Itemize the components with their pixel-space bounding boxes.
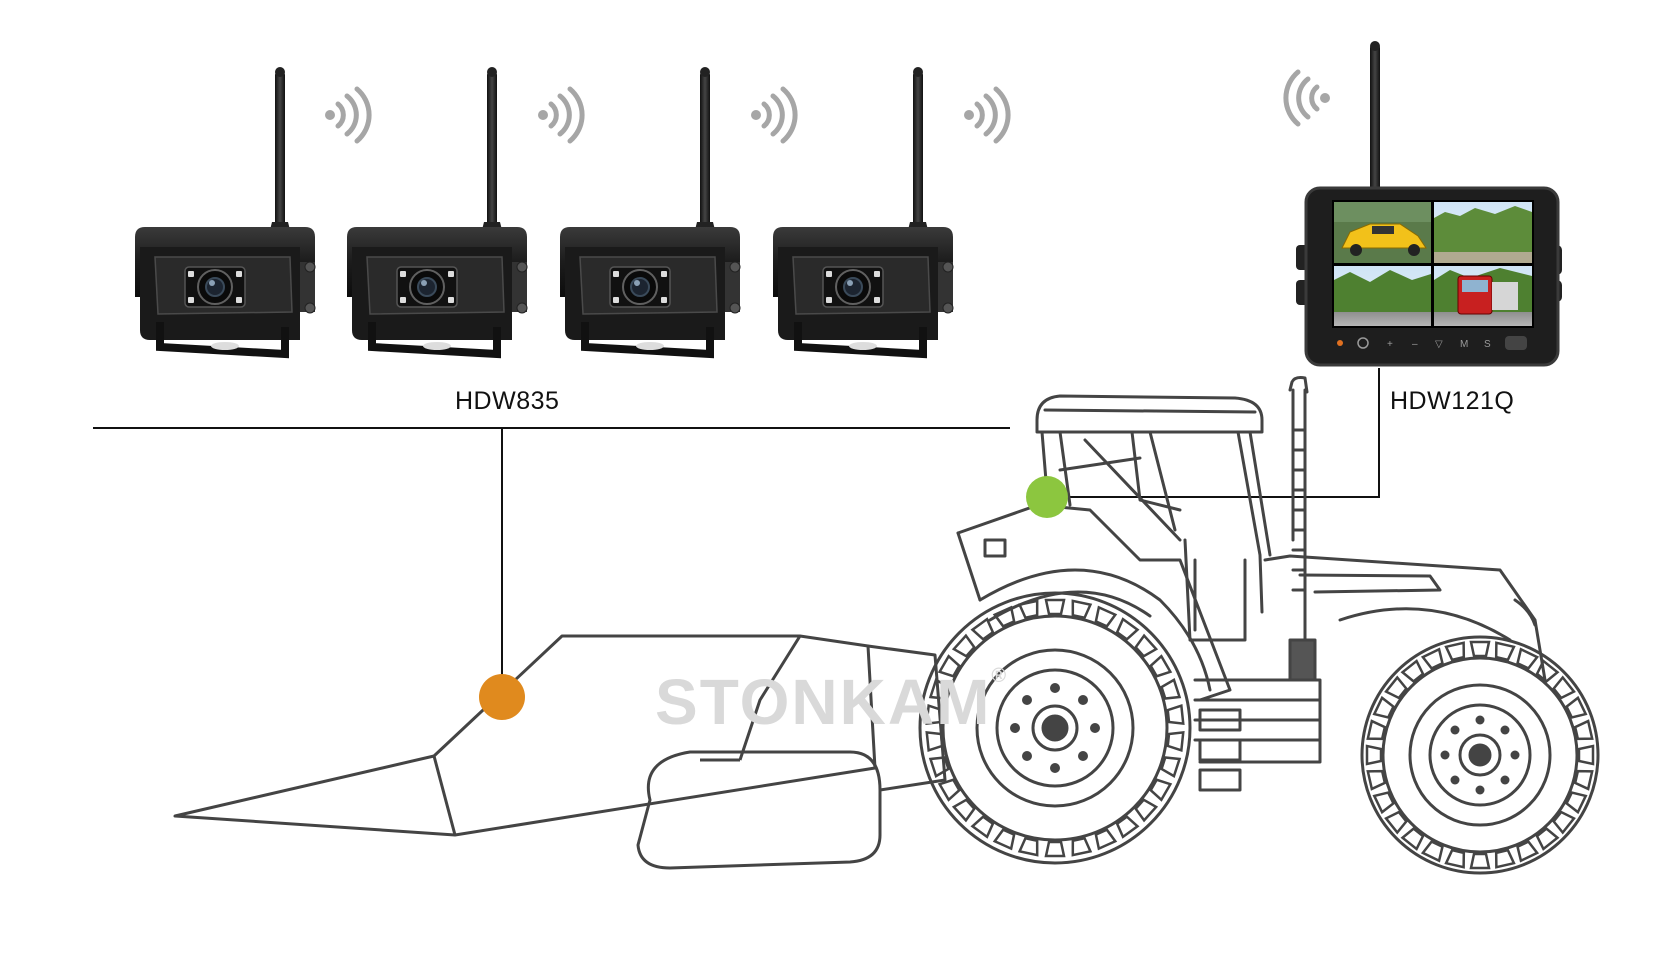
tyre-tread bbox=[1491, 641, 1516, 662]
registered-mark: ® bbox=[991, 665, 1009, 687]
harvester-header bbox=[173, 634, 947, 870]
watermark-text: STONKAM bbox=[655, 666, 992, 738]
camera-2 bbox=[347, 67, 527, 354]
tyre-tread bbox=[1469, 852, 1491, 870]
tyre-tread bbox=[1444, 848, 1469, 869]
monitor-leader-line bbox=[1045, 368, 1380, 498]
monitor-mount-marker bbox=[1026, 476, 1068, 518]
tyre-tread bbox=[1113, 813, 1140, 839]
tyre-tread bbox=[1165, 704, 1185, 727]
menu-button[interactable]: M bbox=[1460, 339, 1468, 350]
watermark: STONKAM® bbox=[655, 665, 1008, 739]
quad-view-forest-road bbox=[1434, 202, 1532, 263]
front-wheel bbox=[918, 591, 1192, 865]
tyre-tread bbox=[1018, 599, 1042, 620]
tyre-tread bbox=[1365, 744, 1383, 766]
camera-4 bbox=[773, 67, 953, 354]
monitor: + – ▽ M S bbox=[1296, 41, 1562, 367]
camera-model-label: HDW835 bbox=[455, 387, 560, 415]
tyre-tread bbox=[952, 796, 978, 822]
tyre-tread bbox=[1165, 729, 1185, 752]
tyre-tread bbox=[970, 617, 997, 643]
tyre-tread bbox=[970, 813, 997, 839]
quad-view-trees bbox=[1334, 266, 1431, 326]
tyre-tread bbox=[1577, 744, 1595, 766]
tyre-tread bbox=[1044, 598, 1066, 616]
wifi-signal-icon bbox=[751, 89, 795, 141]
tyre-tread bbox=[1469, 640, 1491, 658]
wifi-signal-icon bbox=[1283, 69, 1330, 127]
antenna-icon bbox=[1370, 45, 1380, 190]
quad-view-car bbox=[1334, 202, 1431, 263]
camera-1 bbox=[135, 67, 315, 354]
tyre-tread bbox=[1366, 719, 1387, 744]
tyre-tread bbox=[1068, 836, 1092, 857]
tyre-tread bbox=[1366, 766, 1387, 791]
wifi-signal-icon bbox=[964, 89, 1008, 141]
down-button[interactable]: ▽ bbox=[1435, 339, 1443, 350]
monitor-model-label: HDW121Q bbox=[1390, 387, 1515, 415]
tyre-tread bbox=[1132, 634, 1158, 660]
minus-button[interactable]: – bbox=[1412, 339, 1418, 350]
monitor-button-row: + – ▽ M S bbox=[1337, 336, 1527, 350]
tyre-tread bbox=[1491, 848, 1516, 869]
rear-wheel bbox=[1360, 635, 1600, 875]
tyre-tread bbox=[1113, 617, 1140, 643]
tyre-tread bbox=[1068, 599, 1092, 620]
tyre-tread bbox=[952, 634, 978, 660]
camera-3 bbox=[560, 67, 740, 354]
camera-mount-marker bbox=[479, 674, 525, 720]
power-button[interactable] bbox=[1357, 337, 1369, 349]
mode-button[interactable]: S bbox=[1484, 339, 1491, 350]
tyre-tread bbox=[1044, 840, 1066, 858]
tyre-tread bbox=[1018, 836, 1042, 857]
quad-view-truck bbox=[1434, 266, 1532, 326]
tyre-tread bbox=[1573, 719, 1594, 744]
wifi-signal-icon bbox=[538, 89, 582, 141]
wifi-signal-icon bbox=[325, 89, 369, 141]
connector-lines bbox=[93, 368, 1380, 695]
tyre-tread bbox=[1573, 766, 1594, 791]
tyre-tread bbox=[1444, 641, 1469, 662]
plus-button[interactable]: + bbox=[1387, 339, 1393, 350]
tyre-tread bbox=[1132, 796, 1158, 822]
